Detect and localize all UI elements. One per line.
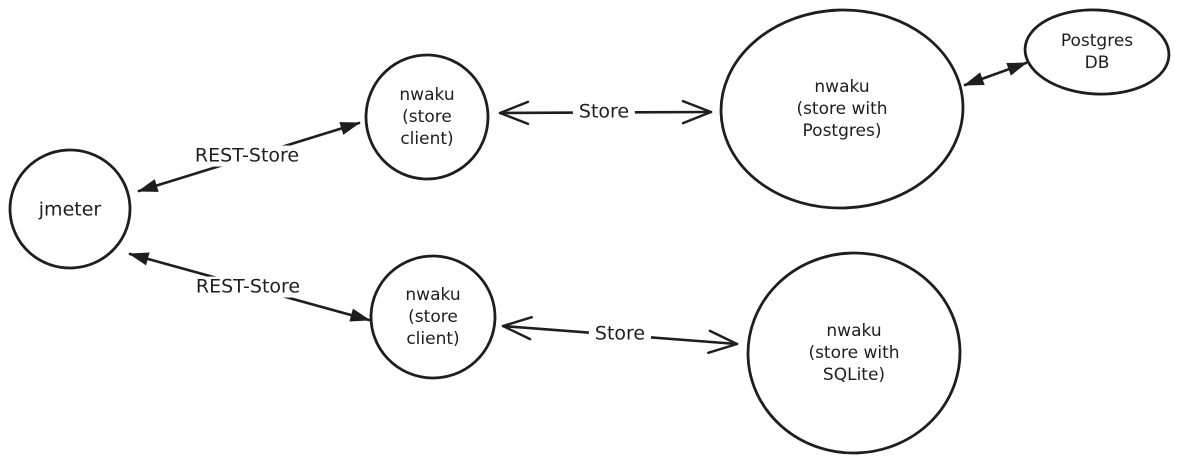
node-postgres-db-ellipse[interactable] [1023,6,1171,97]
node-store-with-sqlite-circle[interactable] [745,249,964,456]
node-shapes [7,6,1171,456]
node-store-with-postgres-circle[interactable] [718,6,967,212]
edge-store-bottom[interactable] [501,315,739,355]
edge-store-top[interactable] [498,99,713,126]
edge-rest-store-bottom[interactable] [128,252,371,322]
node-store-client-top-circle[interactable] [364,53,490,181]
edge-postgres-db-link[interactable] [963,61,1028,87]
edge-rest-store-top[interactable] [137,121,361,193]
node-store-client-bottom-circle[interactable] [369,254,497,380]
node-jmeter-circle[interactable] [7,147,133,271]
